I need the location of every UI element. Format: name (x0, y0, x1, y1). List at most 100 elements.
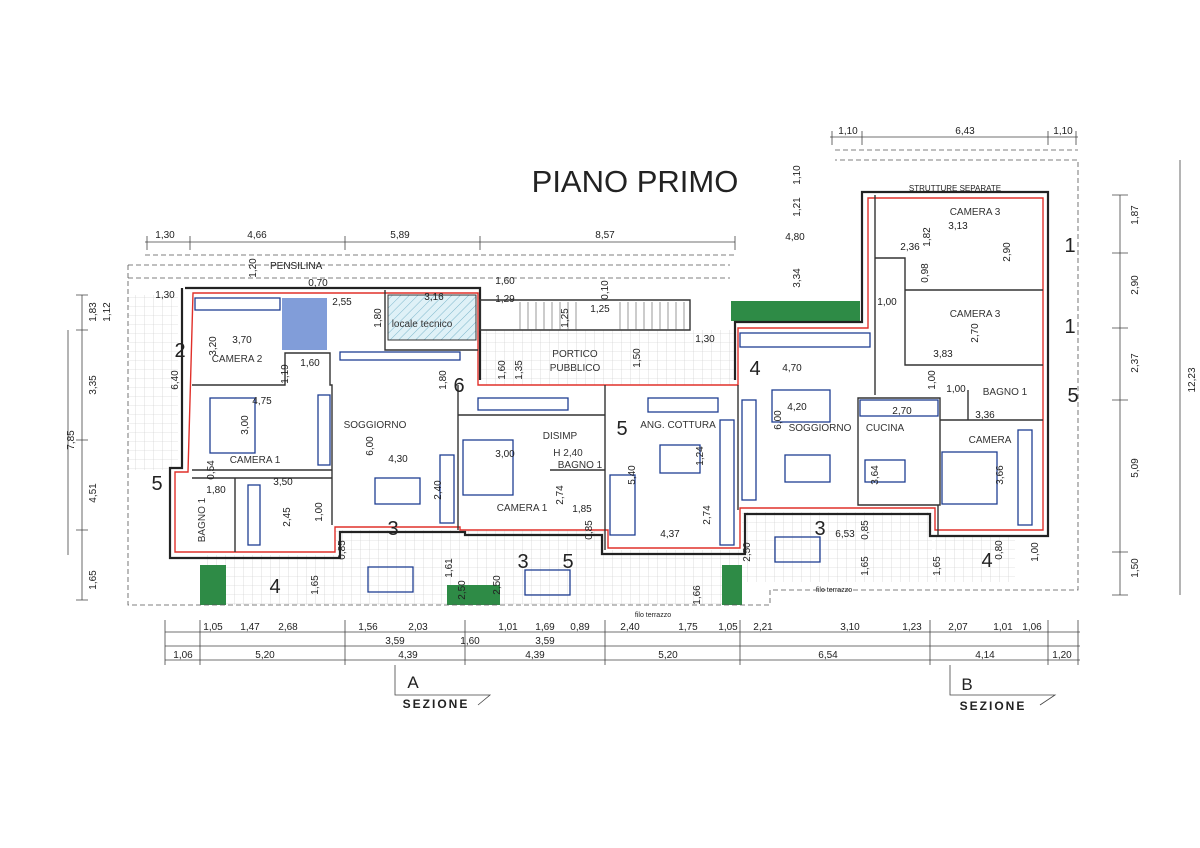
room-label: SOGGIORNO (789, 423, 852, 434)
dimension-label: 1,21 (792, 197, 803, 217)
dimension-label: 2,03 (408, 622, 428, 633)
dimension-label: 0,10 (600, 280, 611, 300)
dimension-label: 3,59 (385, 636, 405, 647)
dimension-label: 0,85 (860, 520, 871, 540)
dimension-label: 1,65 (932, 556, 943, 576)
dimension-label: 1,06 (173, 650, 193, 661)
dimension-label: 3,00 (495, 449, 515, 460)
unit-number: 1 (1064, 316, 1075, 338)
room-label: locale tecnico (392, 319, 453, 330)
room-label: SOGGIORNO (344, 420, 407, 431)
dimension-label: 4,75 (252, 396, 272, 407)
room-label: DISIMP (543, 431, 578, 442)
dimension-label: 0,70 (308, 278, 328, 289)
dimension-label: 6,40 (170, 370, 181, 390)
dimension-label: 4,80 (785, 232, 805, 243)
dimension-label: 3,36 (975, 410, 995, 421)
dimension-label: 6,00 (773, 410, 784, 430)
dimension-label: 1,60 (460, 636, 480, 647)
exterior-walls (168, 190, 1050, 560)
dimension-label: 6,00 (365, 436, 376, 456)
dimension-label: 2,40 (620, 622, 640, 633)
dimension-label: 3,13 (948, 221, 968, 232)
wardrobe (477, 397, 569, 411)
dimension-label: 3,66 (995, 465, 1006, 485)
dimension-label: 1,30 (695, 334, 715, 345)
unit-number: 4 (269, 576, 280, 598)
dimension-label: 0,85 (584, 520, 595, 540)
room-label: BAGNO 1 (197, 497, 208, 542)
unit-number: 4 (749, 358, 760, 380)
dimension-label: 5,89 (390, 230, 410, 241)
dimension-label: 1,60 (300, 358, 320, 369)
dimension-label: 1,47 (240, 622, 260, 633)
dimension-label: 1,00 (946, 384, 966, 395)
plan-title: PIANO PRIMO (532, 164, 739, 199)
dimension-label: 1,80 (373, 308, 384, 328)
roof-outline (127, 149, 1079, 606)
room-label: CAMERA 2 (212, 354, 263, 365)
section-b-letter: B (961, 675, 972, 694)
dimension-label: 2,74 (555, 485, 566, 505)
dimension-label: 1,80 (438, 370, 449, 390)
wardrobe (194, 297, 281, 311)
kitchen-column (247, 484, 261, 546)
dimension-label: 1,01 (498, 622, 518, 633)
dimension-label: 6,54 (818, 650, 838, 661)
terrace-west (128, 295, 178, 470)
filo-terrazzo-label: filo terrazzo (635, 612, 671, 619)
dimension-label: 1,05 (203, 622, 223, 633)
dimension-label: 4,39 (398, 650, 418, 661)
dimension-label: 0,89 (570, 622, 590, 633)
dimension-label: 1,10 (1053, 126, 1073, 137)
room-label: ANG. COTTURA (640, 420, 716, 431)
planters (200, 301, 860, 605)
dimension-label: 4,37 (660, 529, 680, 540)
dimension-label: 1,19 (280, 364, 291, 384)
dimension-label: 4,20 (787, 402, 807, 413)
dimension-label: 1,00 (927, 370, 938, 390)
unit-number: 3 (517, 551, 528, 573)
kitchen-counter (739, 332, 871, 348)
dimension-label: 5,40 (627, 465, 638, 485)
dimension-label: 7,85 (66, 430, 77, 450)
dimension-label: 1,35 (514, 360, 525, 380)
wardrobe (1017, 429, 1033, 526)
room-label: CAMERA (969, 435, 1012, 446)
planter (722, 565, 742, 605)
dimension-label: 1,75 (678, 622, 698, 633)
dimension-label: 2,90 (1002, 242, 1013, 262)
dimension-label: 12,23 (1187, 367, 1198, 392)
dimension-label: 3,16 (424, 292, 444, 303)
dimension-label: 4,70 (782, 363, 802, 374)
unit-boundary (174, 197, 1044, 553)
dimension-label: 2,50 (492, 575, 503, 595)
dimension-label: 2,21 (753, 622, 773, 633)
unit-number: 4 (981, 550, 992, 572)
unit-number: 5 (562, 551, 573, 573)
dimension-label: 3,64 (870, 465, 881, 485)
dimension-label: 3,00 (240, 415, 251, 435)
dimension-label: 1,60 (495, 276, 515, 287)
sofa (339, 351, 461, 361)
dimension-label: 3,34 (792, 268, 803, 288)
section-b-label: SEZIONE (960, 699, 1027, 713)
furniture (194, 297, 1033, 596)
dining-table (784, 454, 831, 483)
dimension-label: 2,74 (702, 505, 713, 525)
wardrobe (317, 394, 331, 466)
planter (200, 565, 226, 605)
dimension-label: 3,59 (535, 636, 555, 647)
dimension-label: 2,50 (457, 580, 468, 600)
strutture-label: STRUTTURE SEPARATE (909, 184, 1001, 193)
planter (731, 301, 860, 321)
dimension-lines (67, 131, 1181, 665)
terrace-3-east (742, 512, 932, 582)
dimension-label: 1,56 (358, 622, 378, 633)
dimension-label: 1,29 (495, 294, 515, 305)
room-label: PUBBLICO (550, 363, 601, 374)
section-markers (394, 665, 1057, 706)
dimension-label: 1,65 (860, 556, 871, 576)
